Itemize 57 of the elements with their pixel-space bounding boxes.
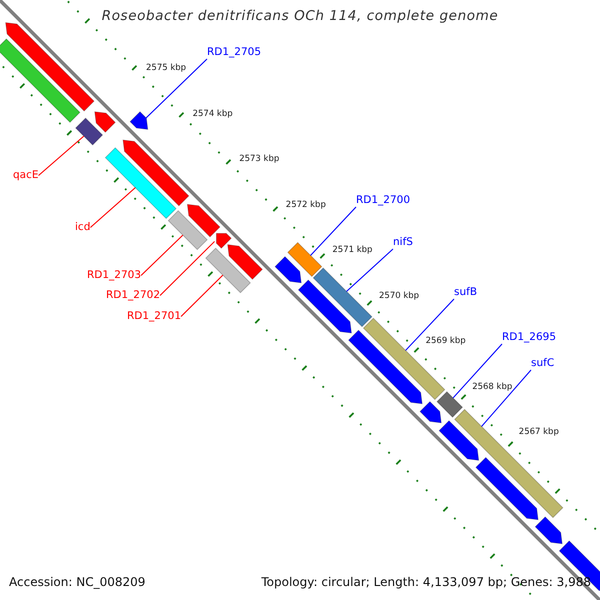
- gene-bar: [0, 38, 80, 123]
- info-text: Accession: NC_008209: [9, 575, 146, 590]
- scale-label: 2571 kbp: [332, 245, 372, 256]
- scale-label: 2567 kbp: [518, 427, 559, 438]
- gene-pentagon: [5, 22, 95, 112]
- gene-bar: [362, 318, 446, 400]
- gene-pentagon: [438, 420, 480, 461]
- gene-pentagon: [227, 244, 263, 280]
- gene-bar: [205, 248, 251, 294]
- gene-bar: [454, 408, 564, 518]
- gene-bar: [436, 391, 464, 418]
- gene-label: sufB: [454, 286, 478, 299]
- gene-label: RD1_2700: [356, 194, 410, 207]
- gene-pentagon: [130, 111, 148, 130]
- info-text: Topology: circular; Length: 4,133,097 bp; Genes: 3,988: [261, 575, 591, 590]
- gene-pentagon: [186, 204, 220, 238]
- gene-pentagon: [298, 279, 352, 334]
- scale-label: 2570 kbp: [379, 290, 420, 302]
- gene-bar: [104, 147, 177, 220]
- gene-label: nifS: [393, 236, 413, 249]
- gene-label: RD1_2701: [127, 310, 182, 323]
- gene-label: RD1_2703: [87, 269, 142, 282]
- gene-label: icd: [75, 221, 90, 234]
- gene-pentagon: [475, 456, 539, 520]
- leader-line: [38, 136, 84, 176]
- gene-pentagon: [534, 516, 563, 544]
- leader-line: [405, 298, 454, 351]
- gene-label: sufC: [531, 357, 554, 370]
- gene-bar: [168, 210, 208, 250]
- gene-bar: [75, 118, 104, 146]
- scale-label: 2575 kbp: [146, 63, 186, 74]
- gene-label: RD1_2705: [207, 46, 262, 59]
- leader-line: [346, 248, 394, 292]
- gene-label: RD1_2695: [502, 331, 556, 344]
- gene-label: qacE: [13, 169, 39, 182]
- gene-pentagon: [94, 111, 116, 133]
- gene-pentagon: [274, 256, 302, 284]
- leader-line: [180, 274, 224, 317]
- leader-line: [90, 187, 136, 228]
- gene-pentagon: [348, 330, 423, 404]
- leader-line: [452, 344, 502, 398]
- scale-label: 2574 kbp: [192, 108, 233, 120]
- leader-line: [160, 240, 216, 296]
- scale-label: 2572 kbp: [286, 200, 326, 210]
- gene-pentagon: [558, 540, 600, 592]
- leader-line: [481, 370, 532, 427]
- gene-bar: [312, 267, 372, 328]
- leader-line: [146, 58, 208, 118]
- scale-label: 2568 kbp: [472, 382, 512, 392]
- gene-label: RD1_2702: [106, 289, 160, 302]
- leader-line: [140, 234, 184, 276]
- scale-label: 2569 kbp: [426, 336, 466, 347]
- gene-pentagon: [122, 140, 190, 206]
- gene-bar: [287, 242, 322, 278]
- title: Roseobacter denitrificans OCh 114, complete genome: [102, 8, 498, 24]
- leader-line: [310, 206, 356, 256]
- scale-label: 2573 kbp: [239, 154, 280, 165]
